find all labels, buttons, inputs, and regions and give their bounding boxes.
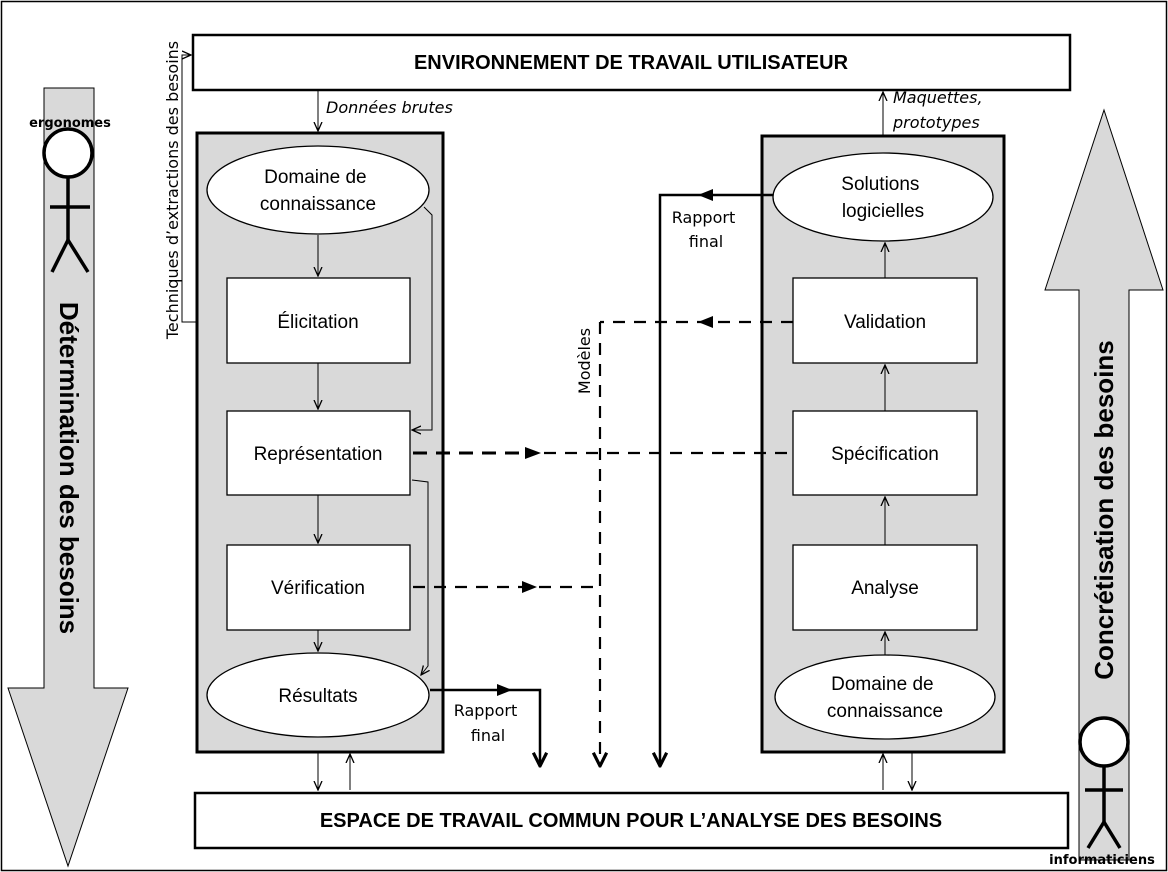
right-knowledge-domain-line-1: Domaine de [831, 674, 933, 695]
verification-shape [226, 544, 411, 631]
representation-node: Représentation [226, 410, 411, 496]
developer-label: informaticiens [1049, 853, 1155, 868]
raw-data-connector: Données brutes [318, 90, 453, 131]
verification-node: Vérification [226, 544, 411, 631]
left-knowledge-domain-label: Domaine de connaissance [260, 167, 376, 215]
determination-arrow: Détermination des besoins [7, 87, 129, 868]
software-solutions-line-2: logicielles [842, 201, 924, 222]
requirements-realisation-panel: Solutions logicielles Validation Spécifi… [760, 134, 1006, 754]
shared-workspace-label: ESPACE DE TRAVAIL COMMUN POUR L’ANALYSE … [320, 810, 942, 832]
final-report-right-line [660, 193, 773, 766]
elicitation-node: Élicitation [226, 277, 411, 364]
right-knowledge-domain-node: Domaine de connaissance [774, 654, 996, 740]
final-report-right-arrowhead [698, 189, 713, 201]
results-shape [206, 652, 430, 738]
left-knowledge-domain-line-2: connaissance [260, 194, 376, 215]
representation-label: Représentation [254, 444, 383, 465]
validation-node: Validation [792, 277, 978, 364]
determination-arrow-shape [7, 87, 129, 868]
requirements-determination-panel: Domaine de connaissance Élicitation Repr… [195, 131, 445, 754]
elicitation-label: Élicitation [277, 312, 358, 333]
specification-label: Spécification [831, 444, 939, 465]
elicitation-shape [226, 277, 411, 364]
specification-shape [792, 410, 978, 496]
validation-label: Validation [844, 312, 926, 333]
final-report-left-line-1: Rapport [454, 701, 518, 720]
software-solutions-node: Solutions logicielles [772, 152, 994, 242]
specification-node: Spécification [792, 410, 978, 496]
concretisation-arrow-shape [1044, 108, 1164, 861]
ergonomist-head [42, 127, 94, 179]
software-solutions-shape [772, 152, 994, 242]
final-report-right-line-1: Rapport [672, 208, 736, 227]
final-report-left-arrowhead [497, 684, 512, 696]
left-knowledge-domain-shape [206, 145, 430, 235]
determination-arrow-label: Détermination des besoins [54, 302, 84, 634]
developer-head [1078, 716, 1130, 768]
left-knowledge-domain-node: Domaine de connaissance [206, 145, 430, 235]
verification-dash-arrowhead [522, 581, 537, 593]
mockups-connector: Maquettes, prototypes [883, 88, 988, 136]
mockups-label-line-1: Maquettes, [893, 88, 983, 107]
representation-dash-arrowhead [525, 447, 541, 459]
right-knowledge-domain-label: Domaine de connaissance [827, 674, 943, 722]
user-work-environment-box: ENVIRONNEMENT DE TRAVAIL UTILISATEUR [191, 33, 1072, 92]
representation-shape [226, 410, 411, 496]
final-report-left-label: Rapport final [454, 701, 523, 745]
analysis-label: Analyse [851, 578, 919, 599]
final-report-left-line [430, 688, 540, 766]
validation-shape [792, 277, 978, 364]
extraction-techniques-label: Techniques d’extractions des besoins [163, 41, 182, 340]
mockups-label-line-2: prototypes [892, 113, 980, 132]
concretisation-arrow: Concrétisation des besoins [1044, 108, 1164, 861]
software-solutions-line-1: Solutions [841, 174, 919, 195]
mockups-label: Maquettes, prototypes [892, 88, 988, 132]
raw-data-label: Données brutes [326, 98, 453, 117]
left-knowledge-domain-line-1: Domaine de [264, 167, 366, 188]
final-report-left-connector: Rapport final [430, 684, 540, 766]
results-node: Résultats [206, 652, 430, 738]
models-connectors: Modèles [413, 316, 793, 766]
arrow-representation-to-results [411, 479, 428, 675]
ergonomist-right-leg [66, 239, 90, 273]
analysis-node: Analyse [792, 544, 978, 631]
right-knowledge-domain-shape [774, 654, 996, 740]
right-knowledge-domain-line-2: connaissance [827, 701, 943, 722]
developer-figure: informaticiens [1049, 716, 1155, 868]
final-report-right-line-2: final [689, 232, 723, 251]
developer-left-leg [1086, 821, 1106, 849]
final-report-right-connector: Rapport final [660, 189, 773, 766]
final-report-left-line-2: final [471, 726, 505, 745]
models-label: Modèles [575, 328, 594, 394]
shared-workspace-box: ESPACE DE TRAVAIL COMMUN POUR L’ANALYSE … [193, 791, 1070, 850]
validation-dash-arrowhead [698, 316, 713, 328]
shared-workspace-frame [193, 791, 1070, 850]
results-label: Résultats [278, 686, 357, 707]
software-solutions-label: Solutions logicielles [841, 174, 924, 222]
concretisation-arrow-label: Concrétisation des besoins [1089, 340, 1119, 680]
workspace-exchange-arrows [318, 752, 912, 790]
developer-right-leg [1102, 821, 1122, 849]
arrow-knowledge-to-representation [412, 206, 433, 430]
ergonomist-label: ergonomes [29, 116, 111, 131]
final-report-right-label: Rapport final [672, 208, 741, 251]
user-work-environment-frame [191, 33, 1072, 92]
user-work-environment-label: ENVIRONNEMENT DE TRAVAIL UTILISATEUR [414, 52, 849, 74]
verification-label: Vérification [271, 578, 365, 599]
ergonomist-figure: ergonomes [29, 116, 111, 273]
analysis-shape [792, 544, 978, 631]
ergonomist-left-leg [50, 239, 70, 273]
